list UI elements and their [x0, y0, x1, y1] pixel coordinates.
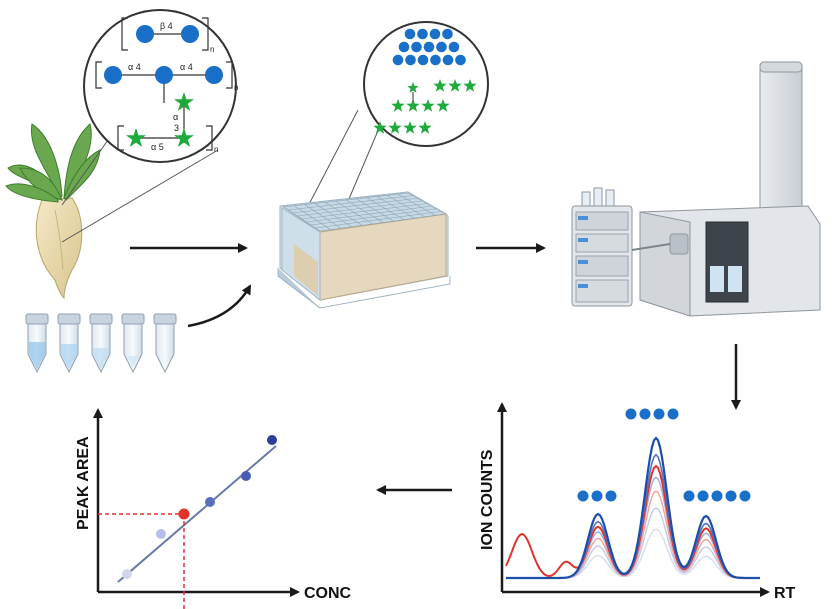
glucose-unit	[411, 41, 422, 53]
oligomer-unit-dot	[667, 408, 679, 420]
glucose-unit	[429, 28, 441, 40]
oligomer-unit-dot	[625, 408, 637, 420]
workflow-arrows	[130, 243, 741, 495]
repeat-n: n	[214, 145, 218, 154]
oligomer-unit-dot	[577, 490, 589, 502]
tube-icon	[153, 313, 177, 374]
well-grid	[283, 192, 447, 232]
calibration-plot: PEAK AREA CONC	[75, 408, 352, 609]
glucose-unit	[398, 41, 410, 53]
fit-line	[117, 445, 277, 583]
linkage-label: α 5	[151, 142, 164, 152]
tube-icon	[25, 313, 49, 374]
arabinose-oligomers	[373, 79, 477, 134]
arabinose-unit	[373, 121, 387, 134]
arabinose-unit	[388, 121, 402, 134]
arabinose-unit	[391, 99, 405, 112]
glucose-unit	[442, 28, 453, 40]
glucose-unit	[205, 66, 223, 84]
tube-icon	[121, 313, 145, 374]
arabinose-unit	[126, 128, 146, 147]
calibration-point	[205, 497, 215, 507]
tube-row	[25, 313, 177, 374]
arabinose-unit	[433, 79, 447, 92]
repeat-n: n	[234, 83, 238, 92]
y-axis-label: PEAK AREA	[75, 436, 92, 530]
chromatogram-traces	[505, 436, 760, 580]
glucose-unit	[423, 41, 435, 53]
arabinose-unit	[174, 92, 194, 111]
arrow-tubes-to-plate	[187, 284, 252, 328]
arabinan-repeat	[117, 106, 213, 151]
well-plate-icon	[277, 109, 451, 309]
oligomer-unit-dot	[697, 490, 709, 502]
x-axis-label: RT	[774, 585, 796, 602]
peak-oligomer-labels	[577, 408, 751, 502]
polysaccharide-structure-zoom: β 4 n α 4 α 4 n α 3 α 5 n	[61, 9, 238, 243]
glucose-unit	[104, 66, 122, 84]
calibration-point	[267, 435, 277, 445]
chromatogram-trace	[506, 436, 760, 580]
oligomer-unit-dot	[639, 408, 651, 420]
oligomer-unit-dot	[725, 490, 737, 502]
glucose-unit	[417, 54, 429, 66]
x-axis-label: CONC	[304, 585, 352, 602]
oligomer-unit-dot	[653, 408, 665, 420]
calibration-point	[122, 569, 132, 579]
y-axis-label: ION COUNTS	[479, 449, 496, 550]
arabinose-unit	[463, 79, 477, 92]
arabinose-unit	[448, 79, 462, 92]
glucose-unit	[436, 41, 447, 53]
arabinose-unit	[421, 99, 435, 112]
glucose-unit	[136, 25, 154, 43]
glucose-unit	[405, 54, 416, 66]
glucose-oligomers	[392, 28, 466, 66]
arabinose-unit	[406, 99, 420, 112]
arabinose-unit	[436, 99, 450, 112]
oligomer-unit-dot	[591, 490, 603, 502]
glucose-unit	[404, 28, 416, 40]
oligomer-unit-dot	[739, 490, 751, 502]
arabinose-unit	[418, 121, 432, 134]
sugar-beet-icon	[5, 123, 101, 300]
glucose-unit	[442, 54, 454, 66]
glucose-unit	[455, 54, 466, 66]
linkage-label: α	[173, 112, 178, 122]
linkage-label: β 4	[160, 21, 173, 31]
oligosaccharide-zoom	[363, 21, 489, 147]
arabinose-unit	[174, 128, 194, 147]
glucose-unit	[392, 54, 404, 66]
glucose-unit	[155, 66, 173, 84]
arabinose-unit	[407, 82, 419, 93]
unknown-sample-point	[178, 508, 190, 520]
glucose-unit	[417, 28, 428, 40]
glucose-unit	[430, 54, 441, 66]
repeat-n: n	[210, 45, 214, 54]
oligomer-unit-dot	[605, 490, 617, 502]
linkage-label: α 4	[180, 62, 193, 72]
linkage-label: α 4	[128, 62, 141, 72]
linkage-label: 3	[174, 123, 179, 133]
calibration-point	[156, 529, 166, 539]
chromatogram-plot: ION COUNTS RT	[479, 402, 796, 602]
tube-icon	[89, 313, 113, 374]
calibration-point	[241, 471, 251, 481]
oligomer-unit-dot	[683, 490, 695, 502]
lc-ms-instrument-icon	[571, 61, 821, 317]
tube-icon	[57, 313, 81, 374]
oligomer-unit-dot	[711, 490, 723, 502]
glucose-unit	[181, 25, 199, 43]
arabinose-unit	[403, 121, 417, 134]
glucose-unit	[448, 41, 460, 53]
